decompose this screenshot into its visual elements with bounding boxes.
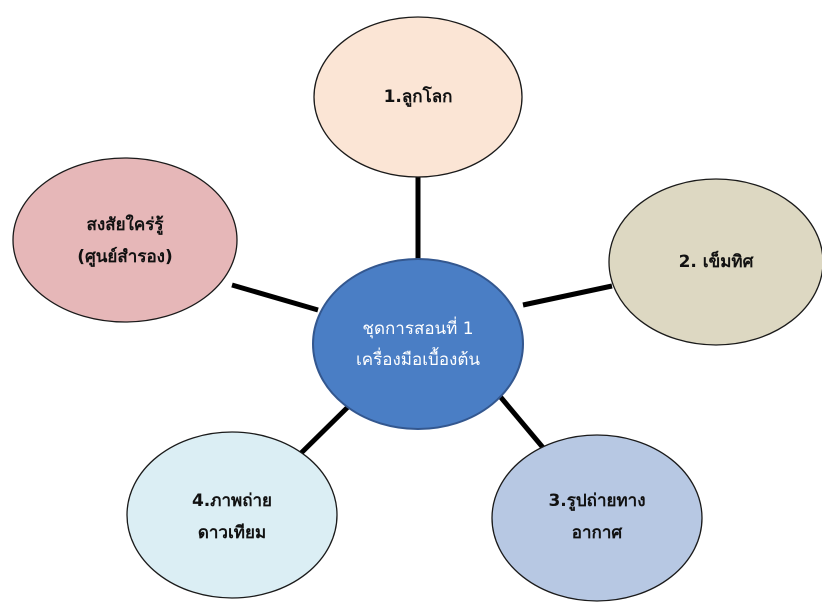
node-questions-shape bbox=[12, 157, 238, 323]
connector-questions bbox=[231, 282, 319, 313]
node-satellite-image-shape bbox=[126, 431, 338, 599]
center-node: ชุดการสอนที่ 1 เครื่องมือเบื้องต้น bbox=[328, 300, 508, 390]
node-compass-label: 2. เข็มทิศ bbox=[678, 251, 754, 272]
node-aerial-photo-line2: อากาศ bbox=[571, 523, 623, 543]
node-aerial-photo: 3.รูปถ่ายทาง อากาศ bbox=[515, 468, 679, 566]
node-globe: 1.ลูกโลก bbox=[330, 60, 506, 134]
node-aerial-photo-shape bbox=[491, 434, 703, 602]
node-compass-shape bbox=[608, 178, 822, 346]
center-node-line2: เครื่องมือเบื้องต้น bbox=[355, 350, 480, 370]
connector-compass bbox=[522, 283, 613, 308]
node-aerial-photo-line1: 3.รูปถ่ายทาง bbox=[548, 490, 646, 511]
node-globe-shape bbox=[313, 16, 523, 178]
node-satellite-image-line2: ดาวเทียม bbox=[197, 523, 267, 543]
node-questions-line1: สงสัยใคร่รู้ bbox=[86, 214, 164, 235]
connector-aerial-photo bbox=[491, 386, 547, 452]
node-compass: 2. เข็มทิศ bbox=[630, 227, 802, 297]
node-satellite-image-line1: 4.ภาพถ่าย bbox=[191, 490, 273, 511]
connector-satellite-image bbox=[290, 398, 357, 464]
node-questions-line2: (ศูนย์สำรอง) bbox=[77, 247, 173, 267]
node-questions: สงสัยใคร่รู้ (ศูนย์สำรอง) bbox=[40, 192, 210, 290]
node-satellite-image: 4.ภาพถ่าย ดาวเทียม bbox=[150, 468, 314, 566]
center-node-shape bbox=[312, 258, 524, 430]
center-node-line1: ชุดการสอนที่ 1 bbox=[362, 318, 474, 339]
node-globe-label: 1.ลูกโลก bbox=[383, 86, 453, 107]
